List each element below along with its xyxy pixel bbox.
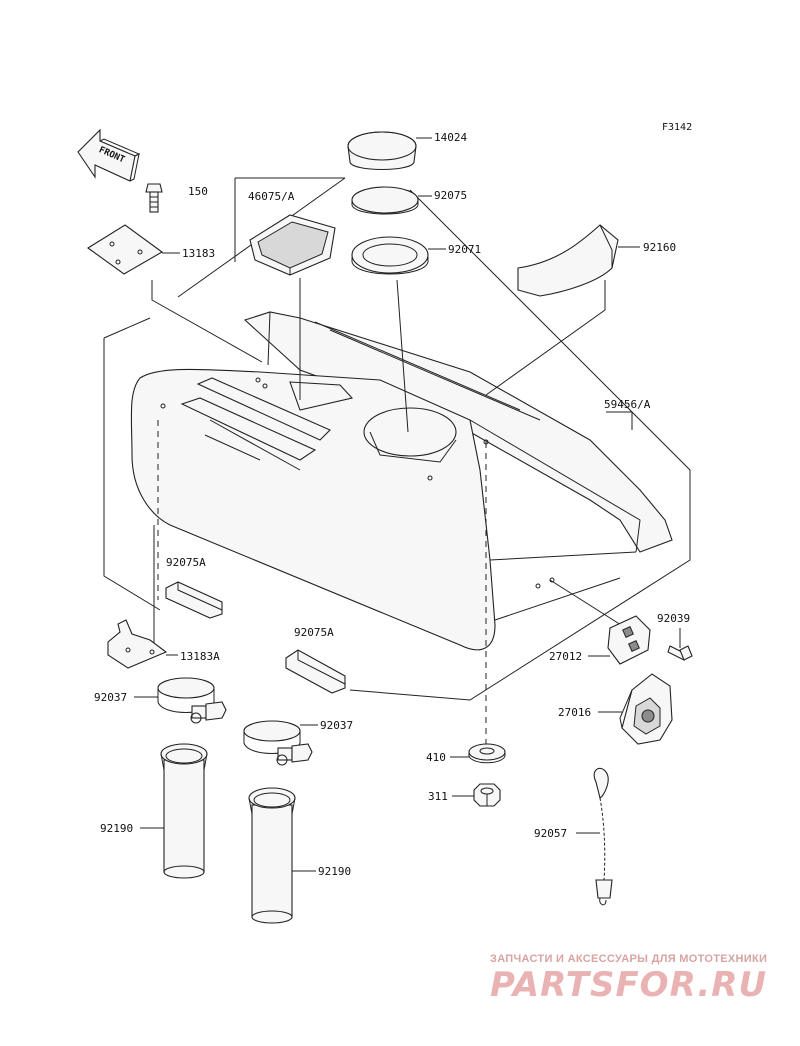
- label-92037-left: 92037: [94, 691, 127, 704]
- bracket-13183a: [107, 619, 168, 669]
- label-13183a: 13183A: [180, 650, 220, 663]
- label-92190-left: 92190: [100, 822, 133, 835]
- hose-92190-left: [160, 743, 208, 879]
- label-59456a: 59456/A: [604, 398, 651, 411]
- pad-92160: [517, 224, 619, 297]
- fuel-tank: [130, 311, 673, 651]
- label-92075a-left: 92075A: [166, 556, 206, 569]
- clamp-92037-left: [157, 677, 227, 724]
- front-arrow: FRONT: [77, 128, 141, 182]
- figure-code: F3142: [662, 122, 692, 133]
- label-311: 311: [428, 790, 448, 803]
- label-92071: 92071: [448, 243, 481, 256]
- watermark: ЗАПЧАСТИ И АКСЕССУАРЫ ДЛЯ МОТОТЕХНИКИ PA…: [490, 953, 767, 1005]
- pad-92075a-left: [165, 581, 223, 619]
- washer-410: [468, 743, 506, 764]
- label-13183: 13183: [182, 247, 215, 260]
- label-92057: 92057: [534, 827, 567, 840]
- pad-92075a-right: [285, 649, 346, 694]
- label-92075: 92075: [434, 189, 467, 202]
- label-92075a-right: 92075A: [294, 626, 334, 639]
- switch-27016: [619, 673, 673, 745]
- label-92190-right: 92190: [318, 865, 351, 878]
- label-27012: 27012: [549, 650, 582, 663]
- clamp-92037-right: [243, 720, 313, 766]
- label-14024: 14024: [434, 131, 467, 144]
- label-46075a: 46075/A: [248, 190, 295, 203]
- label-27016: 27016: [558, 706, 591, 719]
- bracket-13183: [87, 224, 164, 275]
- label-150: 150: [188, 185, 208, 198]
- cap-14024: [347, 131, 417, 170]
- hose-92190-right: [248, 787, 296, 924]
- plate-27012: [607, 615, 651, 665]
- lanyard-92057: [593, 767, 613, 906]
- label-410: 410: [426, 751, 446, 764]
- ring-92071: [351, 236, 429, 275]
- gasket-92075: [351, 186, 419, 215]
- screw-92039: [667, 645, 693, 661]
- label-92037-right: 92037: [320, 719, 353, 732]
- nut-311: [473, 783, 501, 807]
- label-92160: 92160: [643, 241, 676, 254]
- watermark-tagline: ЗАПЧАСТИ И АКСЕССУАРЫ ДЛЯ МОТОТЕХНИКИ: [490, 953, 767, 965]
- cover-46075a: [249, 214, 336, 276]
- label-92039: 92039: [657, 612, 690, 625]
- watermark-logo: PARTSFOR.RU: [490, 965, 767, 1005]
- bolt-150: [145, 183, 163, 213]
